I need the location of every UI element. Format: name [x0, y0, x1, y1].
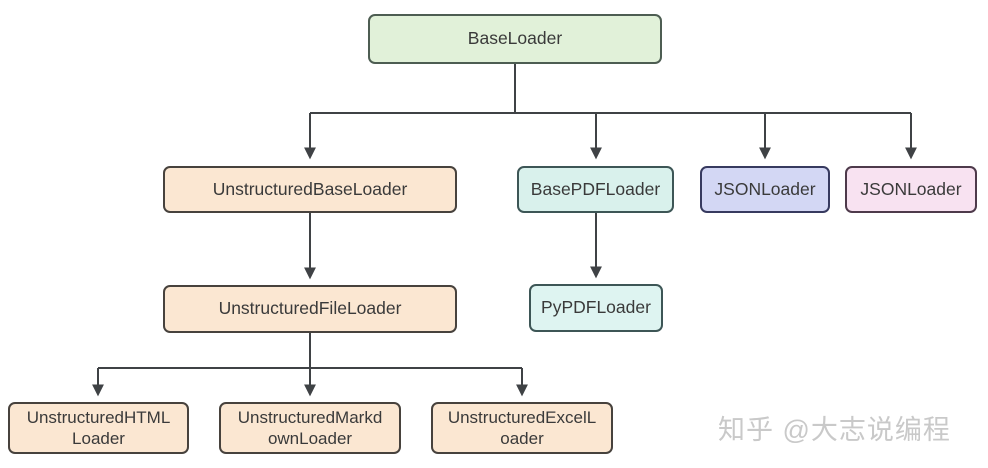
watermark-text: 知乎 @大志说编程	[718, 415, 951, 445]
node-base-loader: BaseLoader	[368, 14, 662, 64]
node-unstructured-file-loader: UnstructuredFileLoader	[163, 285, 457, 333]
node-py-pdf-loader: PyPDFLoader	[529, 284, 663, 332]
node-unstructured-html-loader: UnstructuredHTMLLoader	[8, 402, 189, 454]
node-base-pdf-loader: BasePDFLoader	[517, 166, 674, 213]
node-unstructured-markdown-loader: UnstructuredMarkdownLoader	[219, 402, 401, 454]
node-json-loader-left: JSONLoader	[700, 166, 830, 213]
node-unstructured-base-loader: UnstructuredBaseLoader	[163, 166, 457, 213]
node-json-loader-right: JSONLoader	[845, 166, 977, 213]
node-unstructured-excel-loader: UnstructuredExcelLoader	[431, 402, 613, 454]
